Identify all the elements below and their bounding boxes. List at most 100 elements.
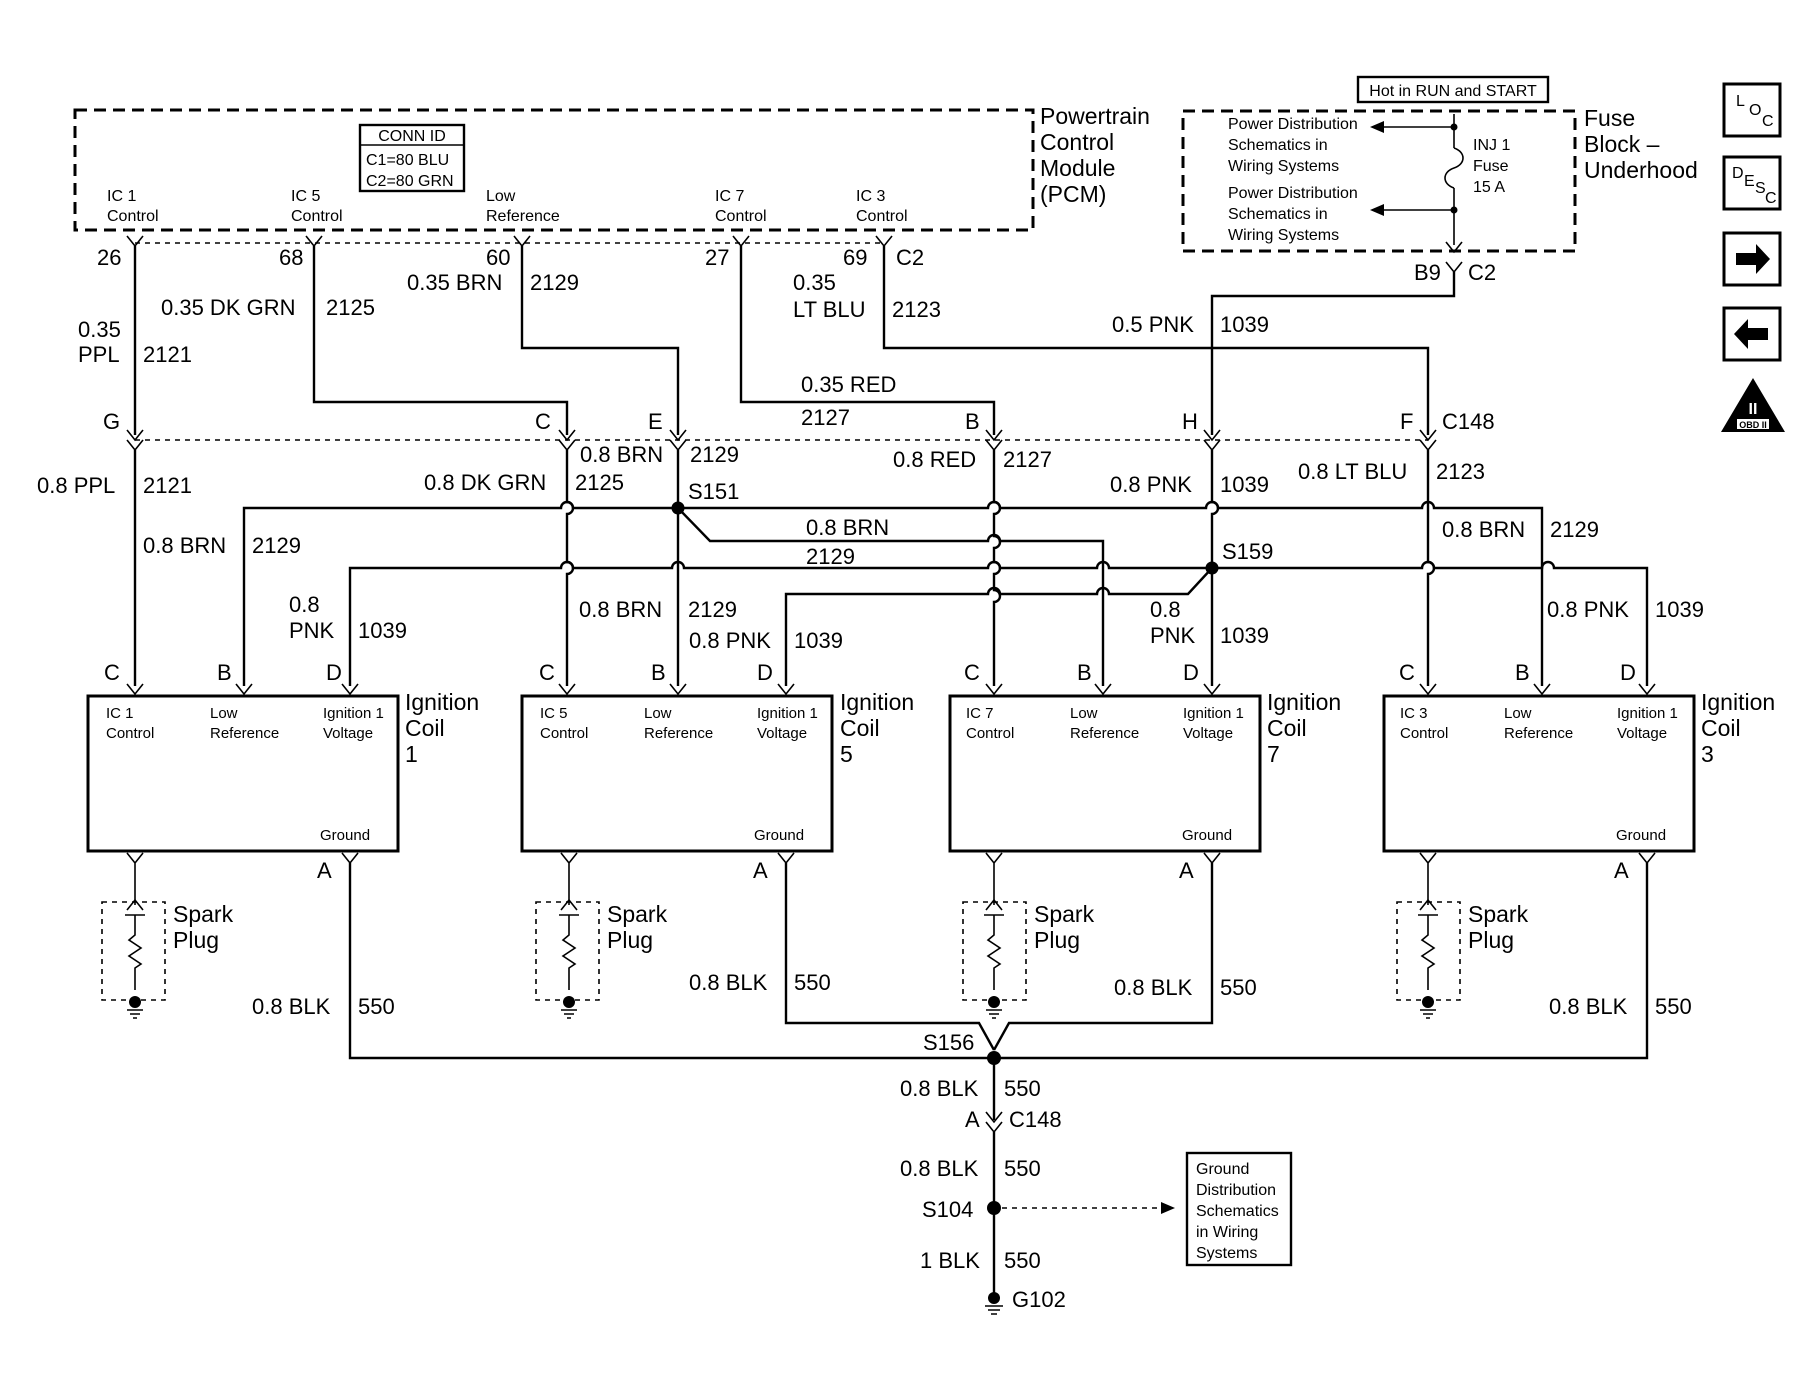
gnd7-gauge: 0.8 BLK <box>1114 975 1193 1000</box>
wire-pnk-c3-circuit: 1039 <box>1655 597 1704 622</box>
coil3-pin-c: C <box>1399 660 1415 685</box>
gnd7-circuit: 550 <box>1220 975 1257 1000</box>
c148-connector: G C E B H F C148 <box>103 409 1495 452</box>
pcm-outline <box>73 108 1035 232</box>
wire-2129-gauge: 0.35 BRN <box>407 270 502 295</box>
gd-line2: Distribution <box>1196 1182 1276 1199</box>
coil5-name1: Ignition <box>840 689 914 715</box>
fuse-name: INJ 1 <box>1473 137 1510 154</box>
loc-icon[interactable]: L O C <box>1722 82 1782 138</box>
wire-ltblu-circuit: 2123 <box>1436 459 1485 484</box>
coil1-gpin: A <box>317 858 332 883</box>
plug7-lead <box>985 852 1003 905</box>
coil1-box <box>86 694 400 853</box>
wire-2121-gauge-2: PPL <box>78 342 120 367</box>
plug3-node <box>1422 996 1434 1008</box>
coil7-t2b: Reference <box>1070 725 1139 742</box>
coil1-t3b: Voltage <box>323 725 373 742</box>
coil7-name3: 7 <box>1267 741 1280 767</box>
wire-ltblu-gauge: 0.8 LT BLU <box>1298 459 1407 484</box>
wire-pnk-c7-gauge-2: PNK <box>1150 623 1196 648</box>
conn-id-c2: C2=80 GRN <box>366 173 454 190</box>
coil5-gpin: A <box>753 858 768 883</box>
plug7-label1: Spark <box>1034 901 1095 927</box>
splice-s104 <box>987 1201 1001 1215</box>
splice-s156 <box>987 1051 1001 1065</box>
coil5-box <box>520 694 834 853</box>
wire-2129-circuit: 2129 <box>530 270 579 295</box>
coil5-pin-c: C <box>539 660 555 685</box>
fuse-block-title3: Underhood <box>1584 157 1698 183</box>
wire-brn-c1-gauge: 0.8 BRN <box>143 533 226 558</box>
g102-label: G102 <box>1012 1287 1066 1312</box>
wire-2123-circuit: 2123 <box>892 297 941 322</box>
wire-pnk-c5-gauge: 0.8 PNK <box>689 628 771 653</box>
gtrunk1-gauge: 0.8 BLK <box>900 1076 979 1101</box>
wire-pnk-c5-circuit: 1039 <box>794 628 843 653</box>
ground-icon <box>985 1305 1003 1315</box>
desc-e: E <box>1744 173 1755 190</box>
gd-arrow-icon <box>1161 1202 1175 1214</box>
plug5-lead <box>560 852 578 905</box>
gnd3-circuit: 550 <box>1655 994 1692 1019</box>
fuse-pin-chevron <box>1445 261 1463 274</box>
wire-brn-c5-gauge: 0.8 BRN <box>579 597 662 622</box>
loc-o: O <box>1749 102 1761 119</box>
wire-brn-mid-circuit: 2129 <box>806 544 855 569</box>
pcm-title-line3: Module <box>1040 155 1115 181</box>
upper-harness: 0.35 PPL 2121 0.35 DK GRN 2125 0.35 BRN … <box>78 246 1456 435</box>
gnd-c148-pin: A <box>965 1107 980 1132</box>
hot-label: Hot in RUN and START <box>1369 83 1537 100</box>
coil7-name2: Coil <box>1267 715 1307 741</box>
gnd3-gauge: 0.8 BLK <box>1549 994 1628 1019</box>
wire-pnk-gauge: 0.8 PNK <box>1110 472 1192 497</box>
coil7-pin-c: C <box>964 660 980 685</box>
coil5-t1b: Control <box>540 725 588 742</box>
coil7-t3a: Ignition 1 <box>1183 705 1244 722</box>
coil1-t1b: Control <box>106 725 154 742</box>
obd-ii-text: OBD II <box>1739 420 1767 430</box>
coil1-pin-c: C <box>104 660 120 685</box>
next-arrow-icon[interactable] <box>1722 231 1782 287</box>
coil3-t1b: Control <box>1400 725 1448 742</box>
pcm-pin1-label1: IC 1 <box>107 188 136 205</box>
wire-2127-upper <box>739 246 996 435</box>
obd-ii-numeral: II <box>1749 401 1758 418</box>
c148-pin-c: C <box>535 409 551 434</box>
coil5-name3: 5 <box>840 741 853 767</box>
obd-ii-icon[interactable]: II OBD II <box>1721 378 1785 432</box>
wire-brn-e-gauge: 0.8 BRN <box>580 442 663 467</box>
wire-1039-gauge: 0.5 PNK <box>1112 312 1194 337</box>
coil1-t3a: Ignition 1 <box>323 705 384 722</box>
wire-pnk-c7-circuit: 1039 <box>1220 623 1269 648</box>
pcm-connector-c2: C2 <box>896 245 924 270</box>
ignition-coil-5: C B D IC 5 Control Low Reference Ignitio… <box>520 660 914 853</box>
wire-brn-mid-gauge: 0.8 BRN <box>806 515 889 540</box>
gnd-c148-name: C148 <box>1009 1107 1062 1132</box>
c148-name: C148 <box>1442 409 1495 434</box>
fuse-rating: 15 A <box>1473 179 1505 196</box>
desc-icon[interactable]: D E S C <box>1722 155 1782 211</box>
pcm-pin-26: 26 <box>97 245 121 270</box>
wire-brn-c5-circuit: 2129 <box>688 597 737 622</box>
coil1-t2a: Low <box>210 705 238 722</box>
desc-s: S <box>1755 180 1766 197</box>
wire-1039-bus <box>348 560 1649 686</box>
spark-plug-3: Spark Plug <box>1396 852 1529 1019</box>
coil3-ground: Ground <box>1616 827 1666 844</box>
pd2-line3: Wiring Systems <box>1228 227 1339 244</box>
wire-ppl-circuit: 2121 <box>143 473 192 498</box>
plug1-node <box>129 996 141 1008</box>
plug5-label2: Plug <box>607 927 653 953</box>
splice-s151-label: S151 <box>688 479 739 504</box>
plug7-label2: Plug <box>1034 927 1080 953</box>
gd-box <box>1185 1151 1293 1267</box>
prev-arrow-icon[interactable] <box>1722 306 1782 362</box>
wire-pnk-c1-circuit: 1039 <box>358 618 407 643</box>
wire-2127-circuit: 2127 <box>801 405 850 430</box>
fuse-block: Hot in RUN and START Fuse Block – Underh… <box>1181 75 1698 285</box>
coil3-name2: Coil <box>1701 715 1741 741</box>
fuse-node-bottom <box>1450 206 1458 214</box>
pcm-pin2-label1: IC 5 <box>291 188 320 205</box>
pd1-line3: Wiring Systems <box>1228 158 1339 175</box>
